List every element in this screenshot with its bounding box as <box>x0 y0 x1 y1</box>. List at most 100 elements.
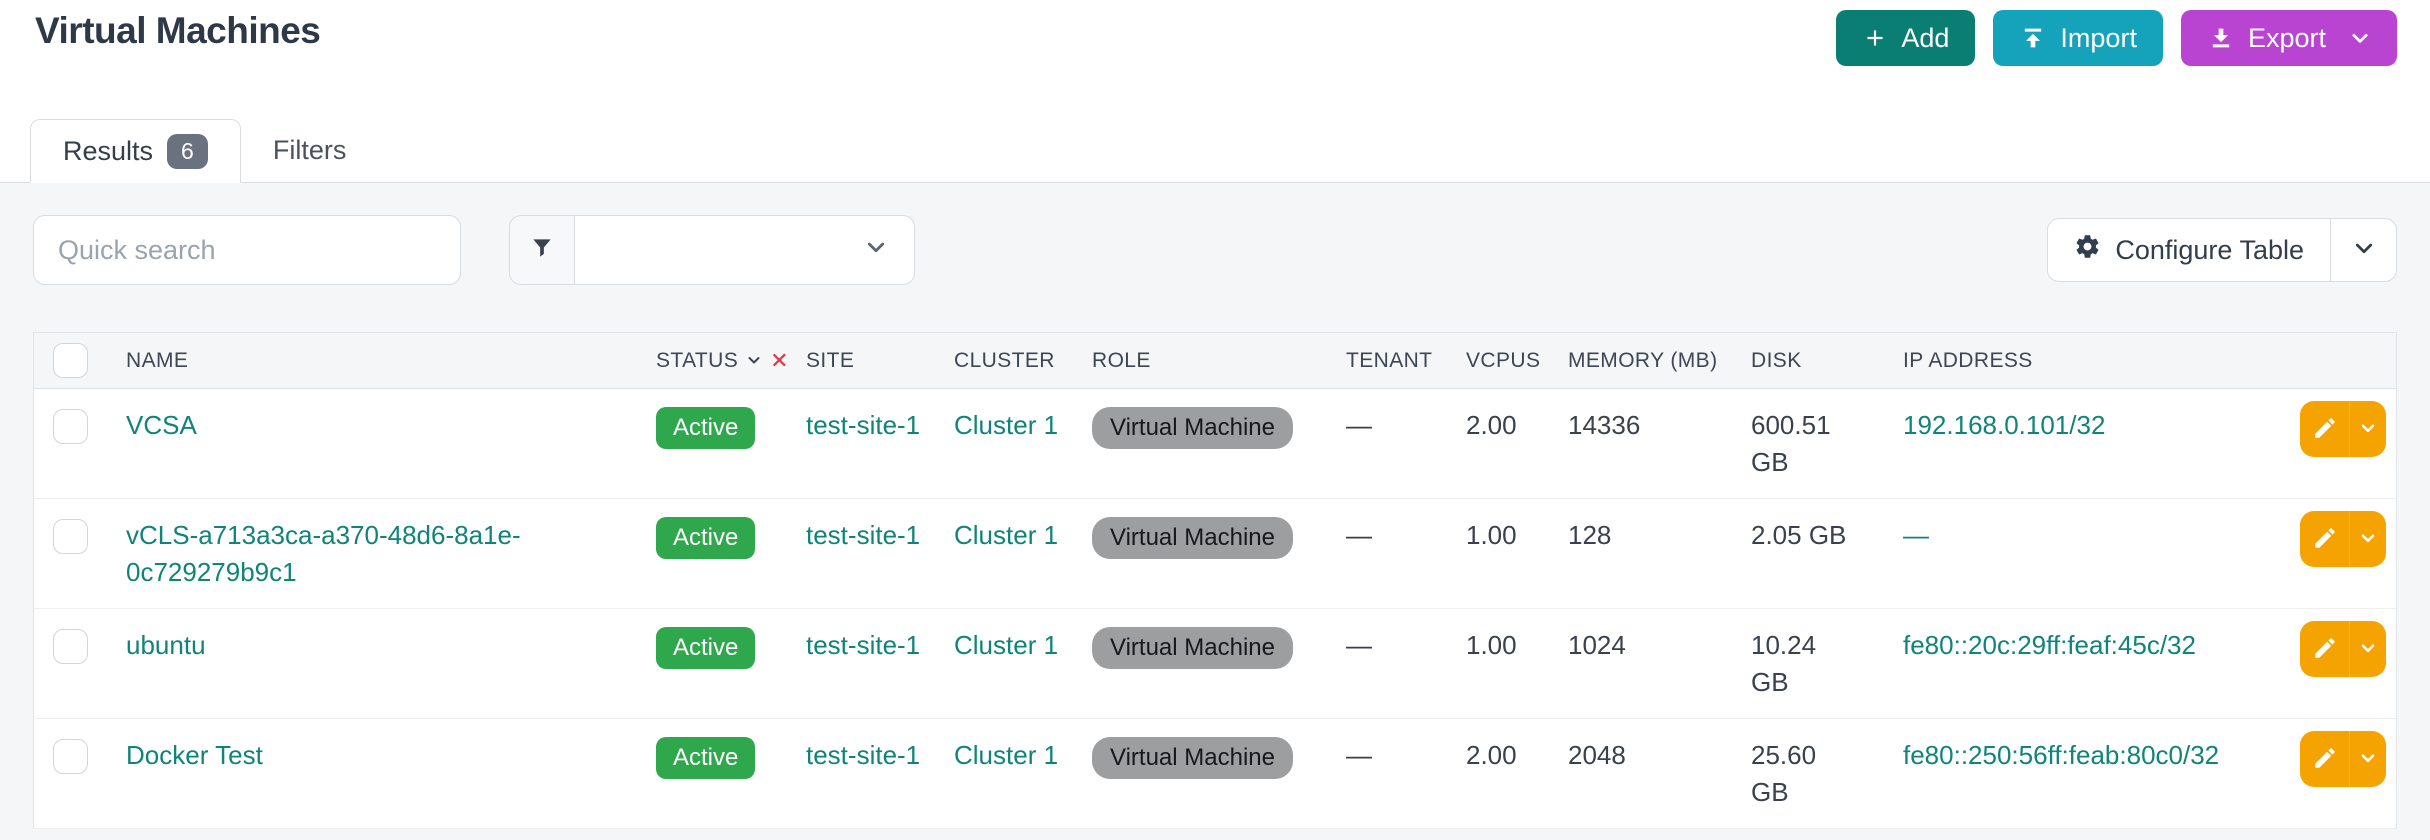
col-header-vcpus[interactable]: VCPUS <box>1466 348 1541 372</box>
cell-site: test-site-1 <box>786 499 934 608</box>
row-checkbox[interactable] <box>52 409 88 444</box>
site-link[interactable]: test-site-1 <box>806 410 921 440</box>
cell-disk: 600.51 GB <box>1751 410 1831 477</box>
col-header-status[interactable]: STATUS ✕ <box>636 347 789 374</box>
cell-tenant: — <box>1346 410 1372 440</box>
chevron-down-icon <box>2359 529 2377 550</box>
configure-table-button[interactable]: Configure Table <box>2047 218 2331 282</box>
cell-vcpus: 2.00 <box>1466 410 1517 440</box>
configure-table-caret[interactable] <box>2331 218 2397 282</box>
edit-button[interactable] <box>2300 621 2350 677</box>
cell-cluster: Cluster 1 <box>934 389 1072 498</box>
cell-actions <box>2275 609 2396 718</box>
cell-vcpus: 1.00 <box>1466 520 1517 550</box>
ip-address-link[interactable]: fe80::250:56ff:feab:80c0/32 <box>1903 740 2220 770</box>
tab-filters[interactable]: Filters <box>241 118 379 182</box>
site-link[interactable]: test-site-1 <box>806 740 921 770</box>
ip-address-link[interactable]: fe80::20c:29ff:feaf:45c/32 <box>1903 630 2196 660</box>
vm-name-link[interactable]: Docker Test <box>126 740 263 770</box>
ip-address-link[interactable]: — <box>1903 520 1929 550</box>
pencil-icon <box>2312 525 2338 554</box>
ip-address-link[interactable]: 192.168.0.101/32 <box>1903 410 2106 440</box>
row-checkbox[interactable] <box>52 629 88 664</box>
tab-filters-label: Filters <box>272 134 347 165</box>
cell-site: test-site-1 <box>786 609 934 718</box>
plus-icon <box>1862 25 1888 51</box>
cell-memory: 14336 <box>1568 410 1641 440</box>
table-row: ubuntu Active test-site-1 Cluster 1 Virt… <box>34 609 2396 719</box>
funnel-icon <box>529 235 555 266</box>
row-select-cell <box>34 609 106 718</box>
filter-button[interactable] <box>509 215 575 285</box>
cell-status: Active <box>636 609 786 718</box>
cell-tenant: — <box>1346 740 1372 770</box>
cell-role: Virtual Machine <box>1072 719 1326 828</box>
chevron-down-icon <box>864 235 888 266</box>
cell-disk: 2.05 GB <box>1751 520 1847 550</box>
pencil-icon <box>2312 635 2338 664</box>
row-action-group <box>2300 621 2386 677</box>
site-link[interactable]: test-site-1 <box>806 520 921 550</box>
cell-tenant: — <box>1346 520 1372 550</box>
edit-button[interactable] <box>2300 731 2350 787</box>
row-actions-dropdown-button[interactable] <box>2350 621 2386 677</box>
table-row: VCSA Active test-site-1 Cluster 1 Virtua… <box>34 389 2396 499</box>
edit-button[interactable] <box>2300 401 2350 457</box>
site-link[interactable]: test-site-1 <box>806 630 921 660</box>
vm-name-link[interactable]: ubuntu <box>126 630 206 660</box>
results-count-badge: 6 <box>167 133 208 169</box>
cell-cluster: Cluster 1 <box>934 719 1072 828</box>
cluster-link[interactable]: Cluster 1 <box>954 410 1059 440</box>
page-header: Virtual Machines Add Import Export <box>0 0 2430 70</box>
col-header-site[interactable]: SITE <box>806 348 855 372</box>
import-button[interactable]: Import <box>1993 10 2163 66</box>
col-header-role[interactable]: ROLE <box>1092 348 1151 372</box>
row-actions-dropdown-button[interactable] <box>2350 401 2386 457</box>
cell-disk: 10.24 GB <box>1751 630 1817 697</box>
status-badge: Active <box>656 517 756 559</box>
filter-select[interactable] <box>575 215 915 285</box>
quick-search-input[interactable] <box>33 215 461 285</box>
vm-name-link[interactable]: vCLS-a713a3ca-a370-48d6-8a1e-0c729279b9c… <box>126 520 521 587</box>
col-header-cluster[interactable]: CLUSTER <box>954 348 1055 372</box>
status-badge: Active <box>656 627 756 669</box>
add-button[interactable]: Add <box>1836 10 1976 66</box>
cell-cluster: Cluster 1 <box>934 609 1072 718</box>
row-checkbox[interactable] <box>52 739 88 774</box>
configure-table-group: Configure Table <box>2047 218 2397 282</box>
clear-sort-icon[interactable]: ✕ <box>770 347 789 373</box>
table-body: VCSA Active test-site-1 Cluster 1 Virtua… <box>34 389 2396 829</box>
chevron-down-icon <box>2359 639 2377 660</box>
row-actions-dropdown-button[interactable] <box>2350 731 2386 787</box>
col-header-tenant[interactable]: TENANT <box>1346 348 1433 372</box>
col-header-name[interactable]: NAME <box>126 348 189 372</box>
results-panel: Configure Table NAME STATUS ✕ SITE <box>0 183 2430 840</box>
row-select-cell <box>34 389 106 498</box>
row-checkbox[interactable] <box>52 519 88 554</box>
vm-name-link[interactable]: VCSA <box>126 410 197 440</box>
col-header-ip[interactable]: IP ADDRESS <box>1903 348 2033 372</box>
col-header-disk[interactable]: DISK <box>1751 348 1802 372</box>
tab-results[interactable]: Results 6 <box>30 119 241 183</box>
status-badge: Active <box>656 407 756 449</box>
row-select-cell <box>34 499 106 608</box>
chevron-down-icon <box>2352 236 2376 265</box>
add-button-label: Add <box>1901 22 1950 53</box>
cell-actions <box>2275 719 2396 828</box>
cell-name: VCSA <box>106 389 636 498</box>
cell-ip: 192.168.0.101/32 <box>1883 389 2275 498</box>
export-button[interactable]: Export <box>2180 10 2397 66</box>
row-actions-dropdown-button[interactable] <box>2350 511 2386 567</box>
role-badge: Virtual Machine <box>1092 737 1293 779</box>
download-icon <box>2207 24 2235 52</box>
cluster-link[interactable]: Cluster 1 <box>954 520 1059 550</box>
col-header-memory[interactable]: MEMORY (MB) <box>1568 348 1718 372</box>
cluster-link[interactable]: Cluster 1 <box>954 630 1059 660</box>
edit-button[interactable] <box>2300 511 2350 567</box>
pencil-icon <box>2312 415 2338 444</box>
cluster-link[interactable]: Cluster 1 <box>954 740 1059 770</box>
select-all-checkbox[interactable] <box>52 343 88 378</box>
page-title: Virtual Machines <box>35 10 321 51</box>
export-button-label: Export <box>2247 22 2326 53</box>
cell-role: Virtual Machine <box>1072 389 1326 498</box>
